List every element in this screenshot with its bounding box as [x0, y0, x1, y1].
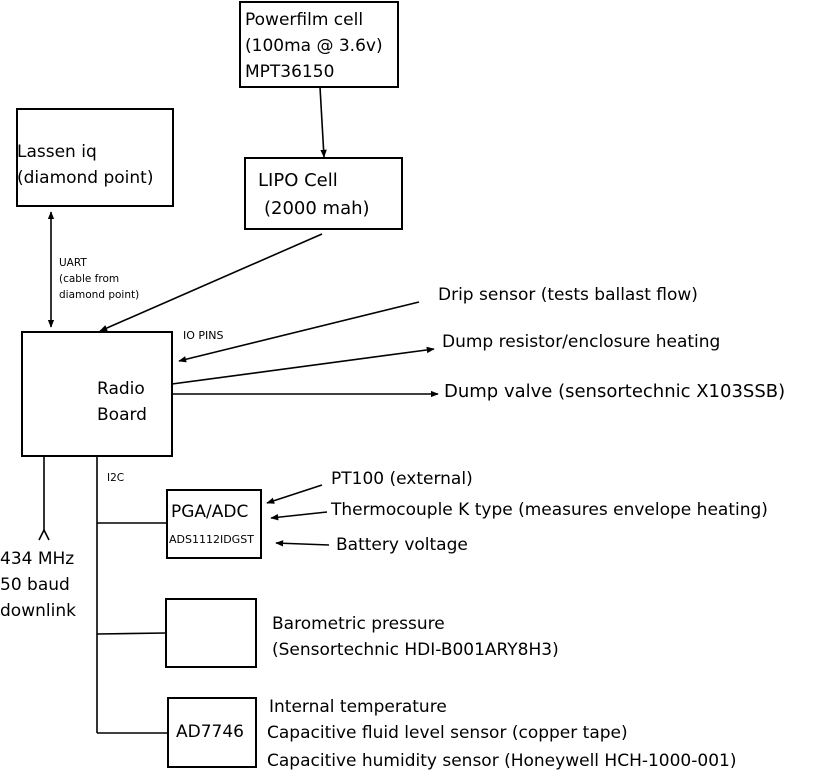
radio-board-block: Radio Board — [21, 331, 173, 457]
pga-title: PGA/ADC — [171, 502, 248, 522]
thermocouple-arrow — [270, 511, 328, 521]
io-pins-label: IO PINS — [183, 329, 224, 342]
battery-voltage-label: Battery voltage — [336, 535, 468, 555]
barometric-sensor-block — [165, 598, 257, 668]
dump-resistor-arrow — [171, 346, 435, 385]
barometric-label-1: Barometric pressure — [272, 614, 445, 634]
radio-label-1: Radio — [97, 379, 145, 399]
lassen-iq-block: Lassen iq (diamond point) — [16, 108, 174, 207]
powerfilm-label-1: Powerfilm cell — [245, 10, 363, 30]
i2c-to-barometric-line — [96, 632, 167, 635]
downlink-label-2: 50 baud — [0, 575, 70, 595]
pt100-arrow — [266, 484, 323, 504]
thermocouple-label: Thermocouple K type (measures envelope h… — [330, 500, 768, 520]
internal-temperature-label: Internal temperature — [269, 697, 447, 717]
lipo-cell-block: LIPO Cell (2000 mah) — [244, 157, 403, 230]
dump-valve-label: Dump valve (sensortechnic X103SSB) — [444, 381, 785, 402]
pt100-label: PT100 (external) — [331, 469, 473, 489]
uart-label-3: diamond point) — [59, 289, 139, 301]
lipo-label-1: LIPO Cell — [258, 170, 338, 191]
dump-resistor-label: Dump resistor/enclosure heating — [442, 332, 720, 352]
i2c-label: I2C — [107, 472, 124, 484]
drip-sensor-label: Drip sensor (tests ballast flow) — [438, 285, 698, 305]
connections — [38, 86, 439, 734]
barometric-label-2: (Sensortechnic HDI-B001ARY8H3) — [272, 640, 559, 660]
ad7746-title: AD7746 — [176, 722, 244, 742]
ad7746-block: AD7746 — [167, 697, 257, 768]
lassen-label-1: Lassen iq — [17, 142, 97, 162]
humidity-sensor-label: Capacitive humidity sensor (Honeywell HC… — [267, 751, 736, 771]
lassen-label-2: (diamond point) — [17, 168, 153, 188]
uart-label-2: (cable from — [59, 273, 119, 285]
downlink-label-1: 434 MHz — [0, 549, 74, 569]
powerfilm-to-lipo-arrow — [319, 86, 327, 158]
lipo-label-2: (2000 mah) — [264, 198, 370, 219]
pga-adc-block: PGA/ADC ADS1112IDGST — [166, 489, 262, 559]
antenna-icon — [38, 528, 50, 541]
lipo-to-radio-arrow — [99, 233, 323, 332]
uart-label-1: UART — [59, 257, 87, 269]
pga-part-number: ADS1112IDGST — [169, 533, 254, 546]
powerfilm-cell-block: Powerfilm cell (100ma @ 3.6v) MPT36150 — [239, 1, 399, 88]
powerfilm-label-2: (100ma @ 3.6v) — [245, 36, 383, 56]
battery-arrow — [275, 540, 330, 547]
fluid-level-sensor-label: Capacitive fluid level sensor (copper ta… — [267, 723, 628, 743]
powerfilm-label-3: MPT36150 — [245, 62, 334, 82]
downlink-label-3: downlink — [0, 601, 76, 621]
drip-sensor-arrow — [178, 301, 420, 363]
radio-label-2: Board — [97, 405, 147, 425]
